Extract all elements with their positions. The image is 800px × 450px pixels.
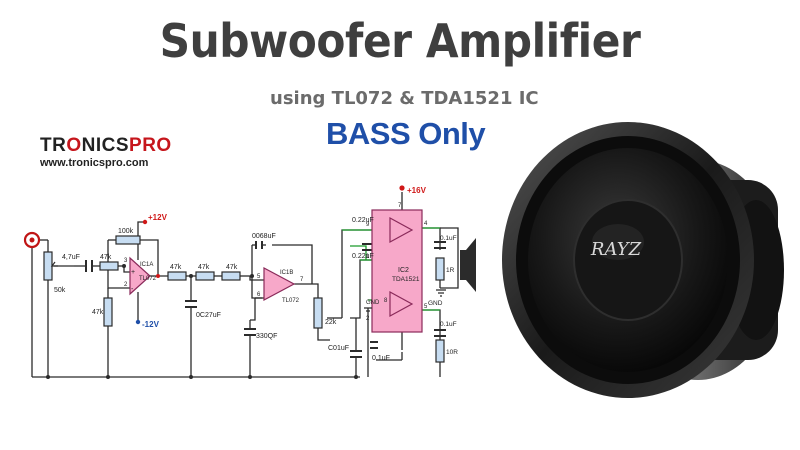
label-r-o1: 1R [446, 267, 455, 274]
opamp-ic1a [129, 256, 151, 296]
logo-nics: NICS [81, 135, 130, 156]
resistor-out1 [435, 257, 445, 281]
label-r-f1: 47k [170, 264, 182, 271]
label-pin5: 5 [257, 274, 261, 280]
resistor-f1 [167, 271, 187, 281]
resistor-f3 [221, 271, 241, 281]
label-p8: 8 [384, 298, 388, 304]
label-c-f2: 330QF [256, 333, 277, 340]
label-c-top: 0068uF [252, 233, 276, 240]
label-p7: 7 [398, 203, 402, 209]
label-ic1a: IC1A [140, 262, 153, 268]
label-pin6: 6 [257, 292, 261, 298]
bass-only-label: BASS Only [326, 116, 486, 151]
speaker-symbol-icon [460, 250, 466, 280]
logo-tr: TR [40, 135, 67, 156]
label-pot: 50k [54, 287, 66, 294]
capacitor-in [85, 260, 93, 272]
label-v-pos1: +12V [148, 213, 168, 222]
logo-pro: PRO [129, 135, 172, 156]
resistor-ground [103, 297, 113, 327]
speaker-badge: RAYZ [590, 239, 642, 260]
label-gnd1: GND [366, 300, 380, 306]
logo-url: www.tronicspro.com [40, 157, 149, 169]
capacitor-f2 [244, 328, 256, 336]
label-pin7: 7 [300, 277, 304, 283]
label-c-in: 4,7uF [62, 254, 80, 261]
label-gnd2: GND [428, 300, 443, 307]
label-r-o2: 10R [446, 349, 458, 356]
label-c-o2: 0.1uF [440, 321, 457, 328]
label-v-pos2: +16V [407, 186, 427, 195]
circuit-schematic: 4,7uF 47k 50k 100k 47k TL072 IC1A 47k 47… [23, 185, 476, 379]
opamp-ic1b [263, 267, 296, 301]
subwoofer-speaker-image: RAYZ [502, 122, 784, 398]
label-p1: 1 [366, 254, 370, 260]
label-c-in2a: 0.22uF [352, 217, 374, 224]
capacitor-top [255, 241, 263, 249]
label-pin3: 3 [124, 258, 128, 264]
brand-name: TRONICSPRO [40, 136, 172, 156]
brand-logo: TRONICSPRO www.tronicspro.com [40, 136, 172, 170]
label-c-out: C01uF [328, 345, 349, 352]
label-pin-plus: + [131, 269, 135, 276]
resistor-out2 [435, 339, 445, 363]
logo-o: O [66, 135, 82, 156]
pot-50k [43, 251, 53, 281]
label-ic2: IC2 [398, 267, 409, 274]
input-jack-center [29, 237, 35, 243]
label-r-f2: 47k [198, 264, 210, 271]
label-pin-minus: - [131, 286, 134, 293]
label-ic1b: IC1B [280, 270, 293, 276]
resistor-f2 [195, 271, 215, 281]
label-r-fb: 100k [118, 228, 134, 235]
label-p5: 5 [424, 304, 428, 310]
label-p9: 9 [366, 222, 370, 228]
label-r-in: 47k [100, 254, 112, 261]
label-p4: 4 [424, 221, 428, 227]
resistor-feedback [115, 235, 141, 245]
label-p2: 2 [366, 316, 370, 322]
capacitor-f1 [185, 300, 197, 308]
label-ic2-part: TDA1521 [392, 276, 420, 283]
label-v-neg1: -12V [142, 320, 160, 329]
capacitor-c01 [350, 350, 362, 358]
subtitle: using TL072 & TDA1521 IC [270, 88, 539, 109]
resistor-in [99, 261, 119, 271]
label-r-gnd: 47k [92, 309, 104, 316]
label-pin2: 2 [124, 282, 128, 288]
label-pot2: 22k [325, 319, 337, 326]
label-c-in2b: 0.22uF [352, 253, 374, 260]
label-c-o1: 0.1uF [440, 235, 457, 242]
pot-22k [313, 297, 323, 329]
label-ic1a-part: TL072 [139, 276, 157, 282]
page-title: Subwoofer Amplifier [159, 14, 641, 68]
label-c-bot: 0.1uF [372, 355, 390, 362]
label-c-f1: 0C27uF [196, 312, 221, 319]
label-r-f3: 47k [226, 264, 238, 271]
label-ic1b-part: TL072 [282, 298, 300, 304]
